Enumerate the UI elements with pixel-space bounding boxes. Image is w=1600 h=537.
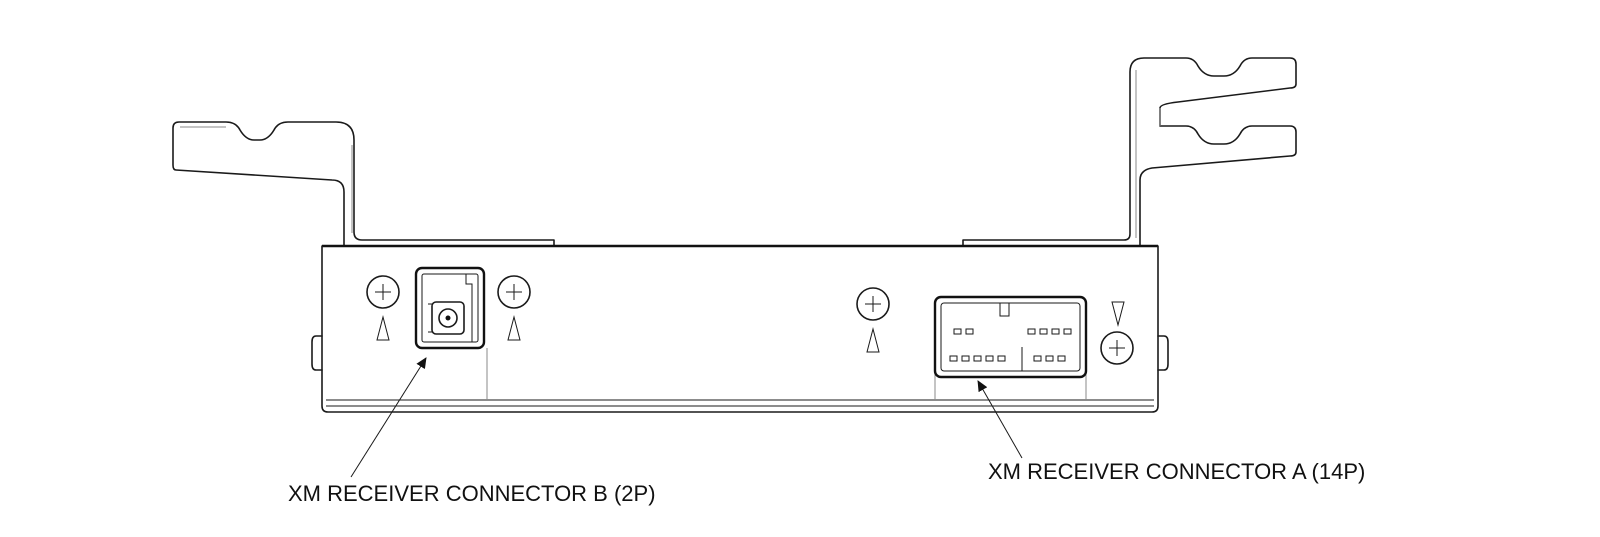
connector-a-label: XM RECEIVER CONNECTOR A (14P) xyxy=(988,459,1366,484)
triangle-marker-icon xyxy=(1111,301,1125,327)
screw-icon xyxy=(366,275,400,309)
connector-a xyxy=(933,295,1088,379)
screw-icon xyxy=(856,287,890,321)
connector-b xyxy=(414,266,486,350)
receiver-body xyxy=(311,244,1169,413)
right-mounting-bracket xyxy=(962,57,1297,246)
triangle-marker-icon xyxy=(507,315,521,341)
leader-arrow-icon xyxy=(977,380,1023,459)
triangle-marker-icon xyxy=(866,327,880,353)
connector-b-label: XM RECEIVER CONNECTOR B (2P) xyxy=(288,481,656,506)
left-mounting-bracket xyxy=(172,121,555,246)
screw-icon xyxy=(497,275,531,309)
screw-icon xyxy=(1100,331,1134,365)
triangle-marker-icon xyxy=(376,315,390,341)
leader-arrow-icon xyxy=(350,357,427,478)
